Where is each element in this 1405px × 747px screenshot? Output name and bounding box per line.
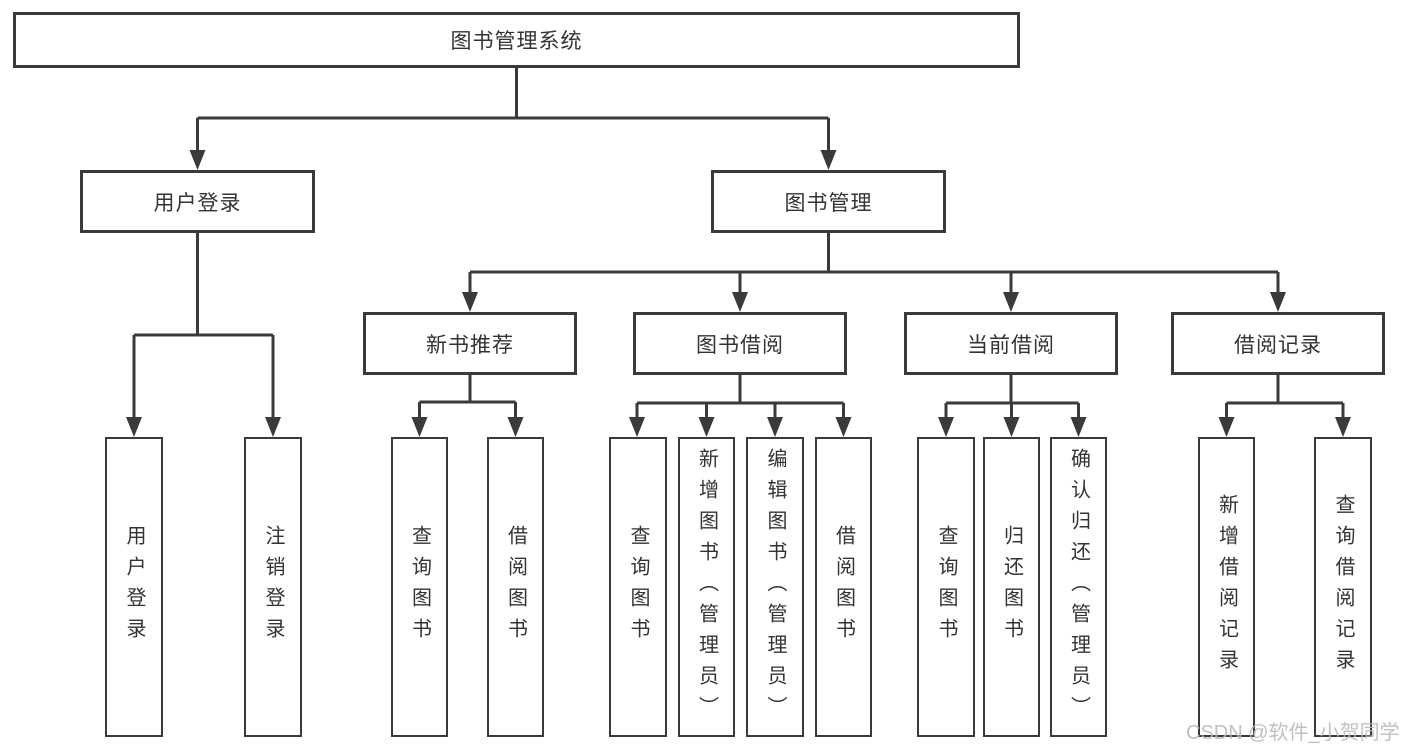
leaf-confirm-return-admin: 确认归还（管理员） bbox=[1050, 437, 1107, 737]
leaf-add-borrow-record: 新增借阅记录 bbox=[1198, 437, 1255, 737]
node-label: 归还图书 bbox=[1000, 525, 1023, 649]
node-label: 注销登录 bbox=[262, 525, 284, 649]
leaf-query-books-borrow: 查询图书 bbox=[609, 437, 667, 737]
connector-book-borrow-branch bbox=[629, 375, 852, 437]
connector-borrow-records-branch bbox=[1218, 375, 1351, 437]
node-label: 借阅记录 bbox=[1234, 333, 1322, 357]
connector-new-book-recommend-branch bbox=[411, 375, 524, 437]
connector-root-to-level2 bbox=[189, 68, 837, 170]
node-label: 图书管理系统 bbox=[450, 30, 583, 53]
node-current-borrow: 当前借阅 bbox=[904, 312, 1118, 375]
leaf-user-login: 用户登录 bbox=[105, 437, 163, 737]
node-label: 借阅图书 bbox=[504, 525, 527, 649]
node-new-book-recommend: 新书推荐 bbox=[363, 312, 577, 375]
leaf-query-books-recommend: 查询图书 bbox=[391, 437, 448, 737]
node-label: 当前借阅 bbox=[967, 333, 1055, 357]
node-label: 新书推荐 bbox=[426, 333, 514, 357]
node-book-management: 图书管理 bbox=[711, 170, 946, 233]
node-borrow-records: 借阅记录 bbox=[1171, 312, 1385, 375]
node-user-login: 用户登录 bbox=[80, 170, 315, 233]
node-label: 查询图书 bbox=[408, 525, 431, 649]
node-label: 图书借阅 bbox=[696, 333, 784, 357]
node-label: 新增图书（管理员） bbox=[695, 447, 718, 727]
node-label: 新增借阅记录 bbox=[1215, 494, 1238, 680]
node-label: 借阅图书 bbox=[832, 525, 855, 649]
leaf-add-books-admin: 新增图书（管理员） bbox=[678, 437, 735, 737]
connector-user-login-branch bbox=[126, 233, 281, 437]
node-label: 查询借阅记录 bbox=[1332, 494, 1354, 680]
leaf-query-borrow-record: 查询借阅记录 bbox=[1314, 437, 1372, 737]
node-root-library-management-system: 图书管理系统 bbox=[13, 12, 1020, 68]
node-book-borrow: 图书借阅 bbox=[633, 312, 847, 375]
node-label: 查询图书 bbox=[627, 525, 649, 649]
node-label: 编辑图书（管理员） bbox=[764, 447, 786, 727]
node-label: 查询图书 bbox=[935, 525, 957, 649]
node-label: 确认归还（管理员） bbox=[1067, 447, 1090, 727]
leaf-borrow-books-recommend: 借阅图书 bbox=[487, 437, 544, 737]
leaf-query-books-current: 查询图书 bbox=[917, 437, 975, 737]
csdn-watermark: CSDN @软件_小贺同学 bbox=[1186, 722, 1400, 744]
leaf-borrow-books: 借阅图书 bbox=[815, 437, 872, 737]
node-label: 图书管理 bbox=[784, 191, 873, 215]
node-label: 用户登录 bbox=[153, 191, 242, 215]
connector-current-borrow-branch bbox=[938, 375, 1087, 437]
leaf-logout: 注销登录 bbox=[244, 437, 302, 737]
node-label: 用户登录 bbox=[123, 525, 145, 649]
leaf-edit-books-admin: 编辑图书（管理员） bbox=[746, 437, 804, 737]
connector-book-management-branch bbox=[462, 233, 1286, 312]
leaf-return-books: 归还图书 bbox=[983, 437, 1040, 737]
